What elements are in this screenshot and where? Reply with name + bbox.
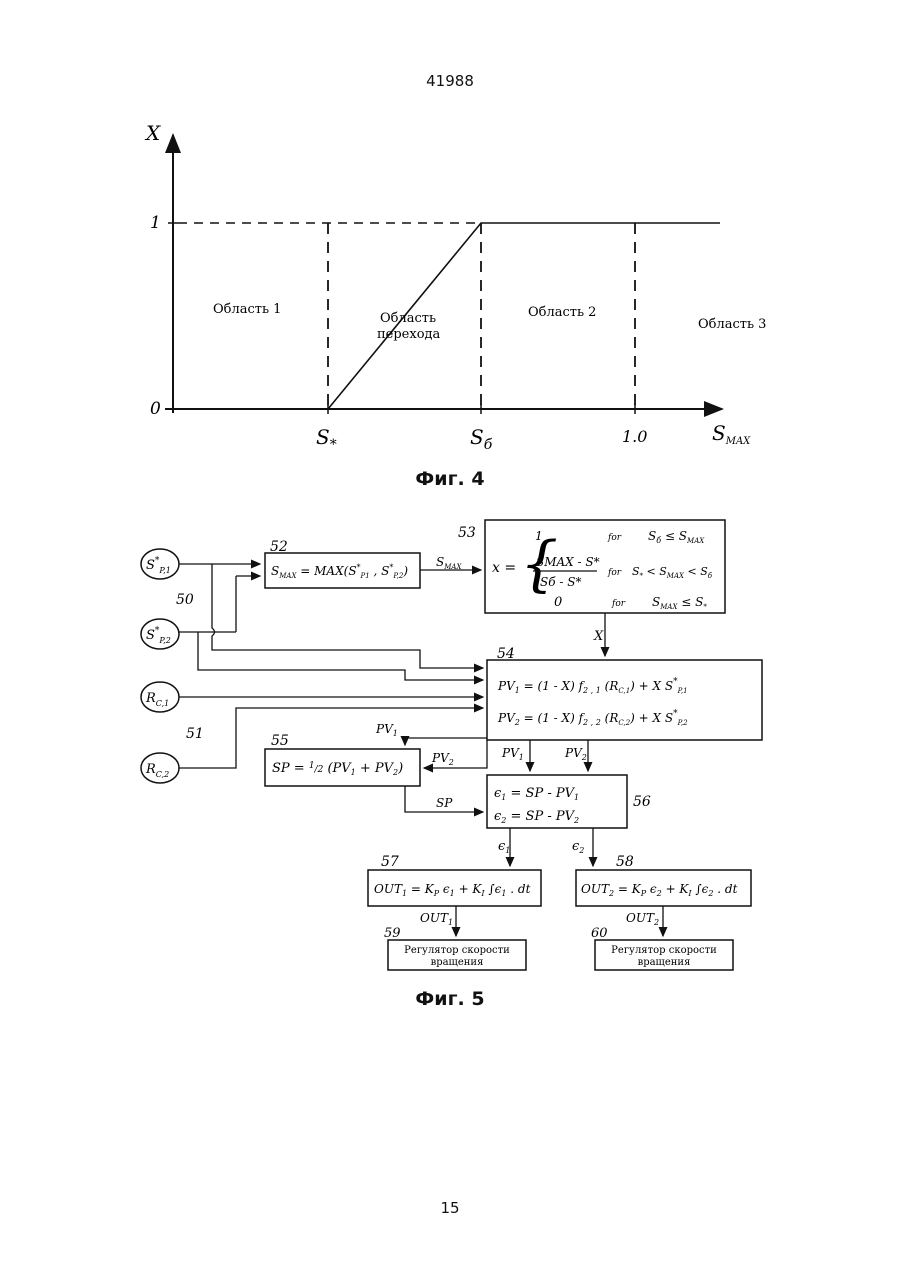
signal-pv1: PV1 xyxy=(375,722,398,738)
ref-54: 54 xyxy=(497,646,515,662)
block-53-row3-cond: SMAX ≤ S* xyxy=(652,595,707,611)
signal-x: X xyxy=(593,629,604,644)
block-60-line1: Регулятор скорости xyxy=(611,945,717,956)
input-rc2-label: RC,2 xyxy=(145,762,169,779)
block-56-line1: ϵ1 = SP - PV1 xyxy=(494,786,579,802)
block-53-row2-for: for xyxy=(607,568,622,578)
block-53-row2-cond: S* < SMAX < Sб xyxy=(632,565,713,580)
block-53-row1-value: 1 xyxy=(535,529,543,543)
signal-pv1-out: PV1 xyxy=(501,746,524,762)
block-53-row1-cond: Sб ≤ SMAX xyxy=(648,529,705,545)
ref-60: 60 xyxy=(591,926,608,941)
input-sp1-label: S*P,1 xyxy=(146,556,171,575)
block-55-text: SP = 1/2 (PV1 + PV2) xyxy=(272,761,403,777)
block-57-text: OUT1 = KP ϵ1 + KI ∫ϵ1 . dt xyxy=(374,882,531,898)
block-60-line2: вращения xyxy=(638,957,691,968)
page-number-bottom: 15 xyxy=(0,1199,900,1217)
block-58-text: OUT2 = KP ϵ2 + KI ∫ϵ2 . dt xyxy=(581,882,738,898)
block-53-x: x = xyxy=(492,560,516,576)
ref-59: 59 xyxy=(384,926,401,941)
input-rc1-label: RC,1 xyxy=(145,691,169,708)
ref-58: 58 xyxy=(616,854,634,870)
signal-pv2-out: PV2 xyxy=(564,746,587,762)
ref-51: 51 xyxy=(186,726,204,742)
block-53-row2-den: Sб - S* xyxy=(540,575,581,589)
block-53-row3-for: for xyxy=(611,599,626,609)
block-54-line2: PV2 = (1 - X) f2 , 2 (RC,2) + X S*P,2 xyxy=(497,709,688,727)
signal-out1: OUT1 xyxy=(420,911,453,927)
block-54 xyxy=(487,660,762,740)
block-53-row1-for: for xyxy=(607,533,622,543)
block-56-line2: ϵ2 = SP - PV2 xyxy=(494,809,579,825)
signal-pv2: PV2 xyxy=(431,751,454,767)
ref-56: 56 xyxy=(633,794,651,810)
signal-sp: SP xyxy=(436,796,453,810)
signal-out2: OUT2 xyxy=(626,911,659,927)
signal-e1: ϵ1 xyxy=(498,839,510,855)
input-sp2-label: S*P,2 xyxy=(146,626,171,645)
ref-52: 52 xyxy=(270,539,288,555)
ref-55: 55 xyxy=(271,733,289,749)
ref-50: 50 xyxy=(176,592,194,608)
block-52-text: SMAX = MAX(S*P1 , S*P,2) xyxy=(271,563,408,580)
block-59-line2: вращения xyxy=(431,957,484,968)
fig5-caption: Фиг. 5 xyxy=(0,988,900,1010)
block-54-line1: PV1 = (1 - X) f2 , 1 (RC,1) + X S*P,1 xyxy=(497,677,688,695)
signal-e2: ϵ2 xyxy=(572,839,584,855)
signal-smax: SMAX xyxy=(436,555,462,571)
block-59-line1: Регулятор скорости xyxy=(404,945,510,956)
ref-57: 57 xyxy=(381,854,399,870)
block-53-row2-num: SMAX - S* xyxy=(536,555,600,569)
block-53-row3-value: 0 xyxy=(554,595,562,610)
ref-53: 53 xyxy=(458,525,476,541)
